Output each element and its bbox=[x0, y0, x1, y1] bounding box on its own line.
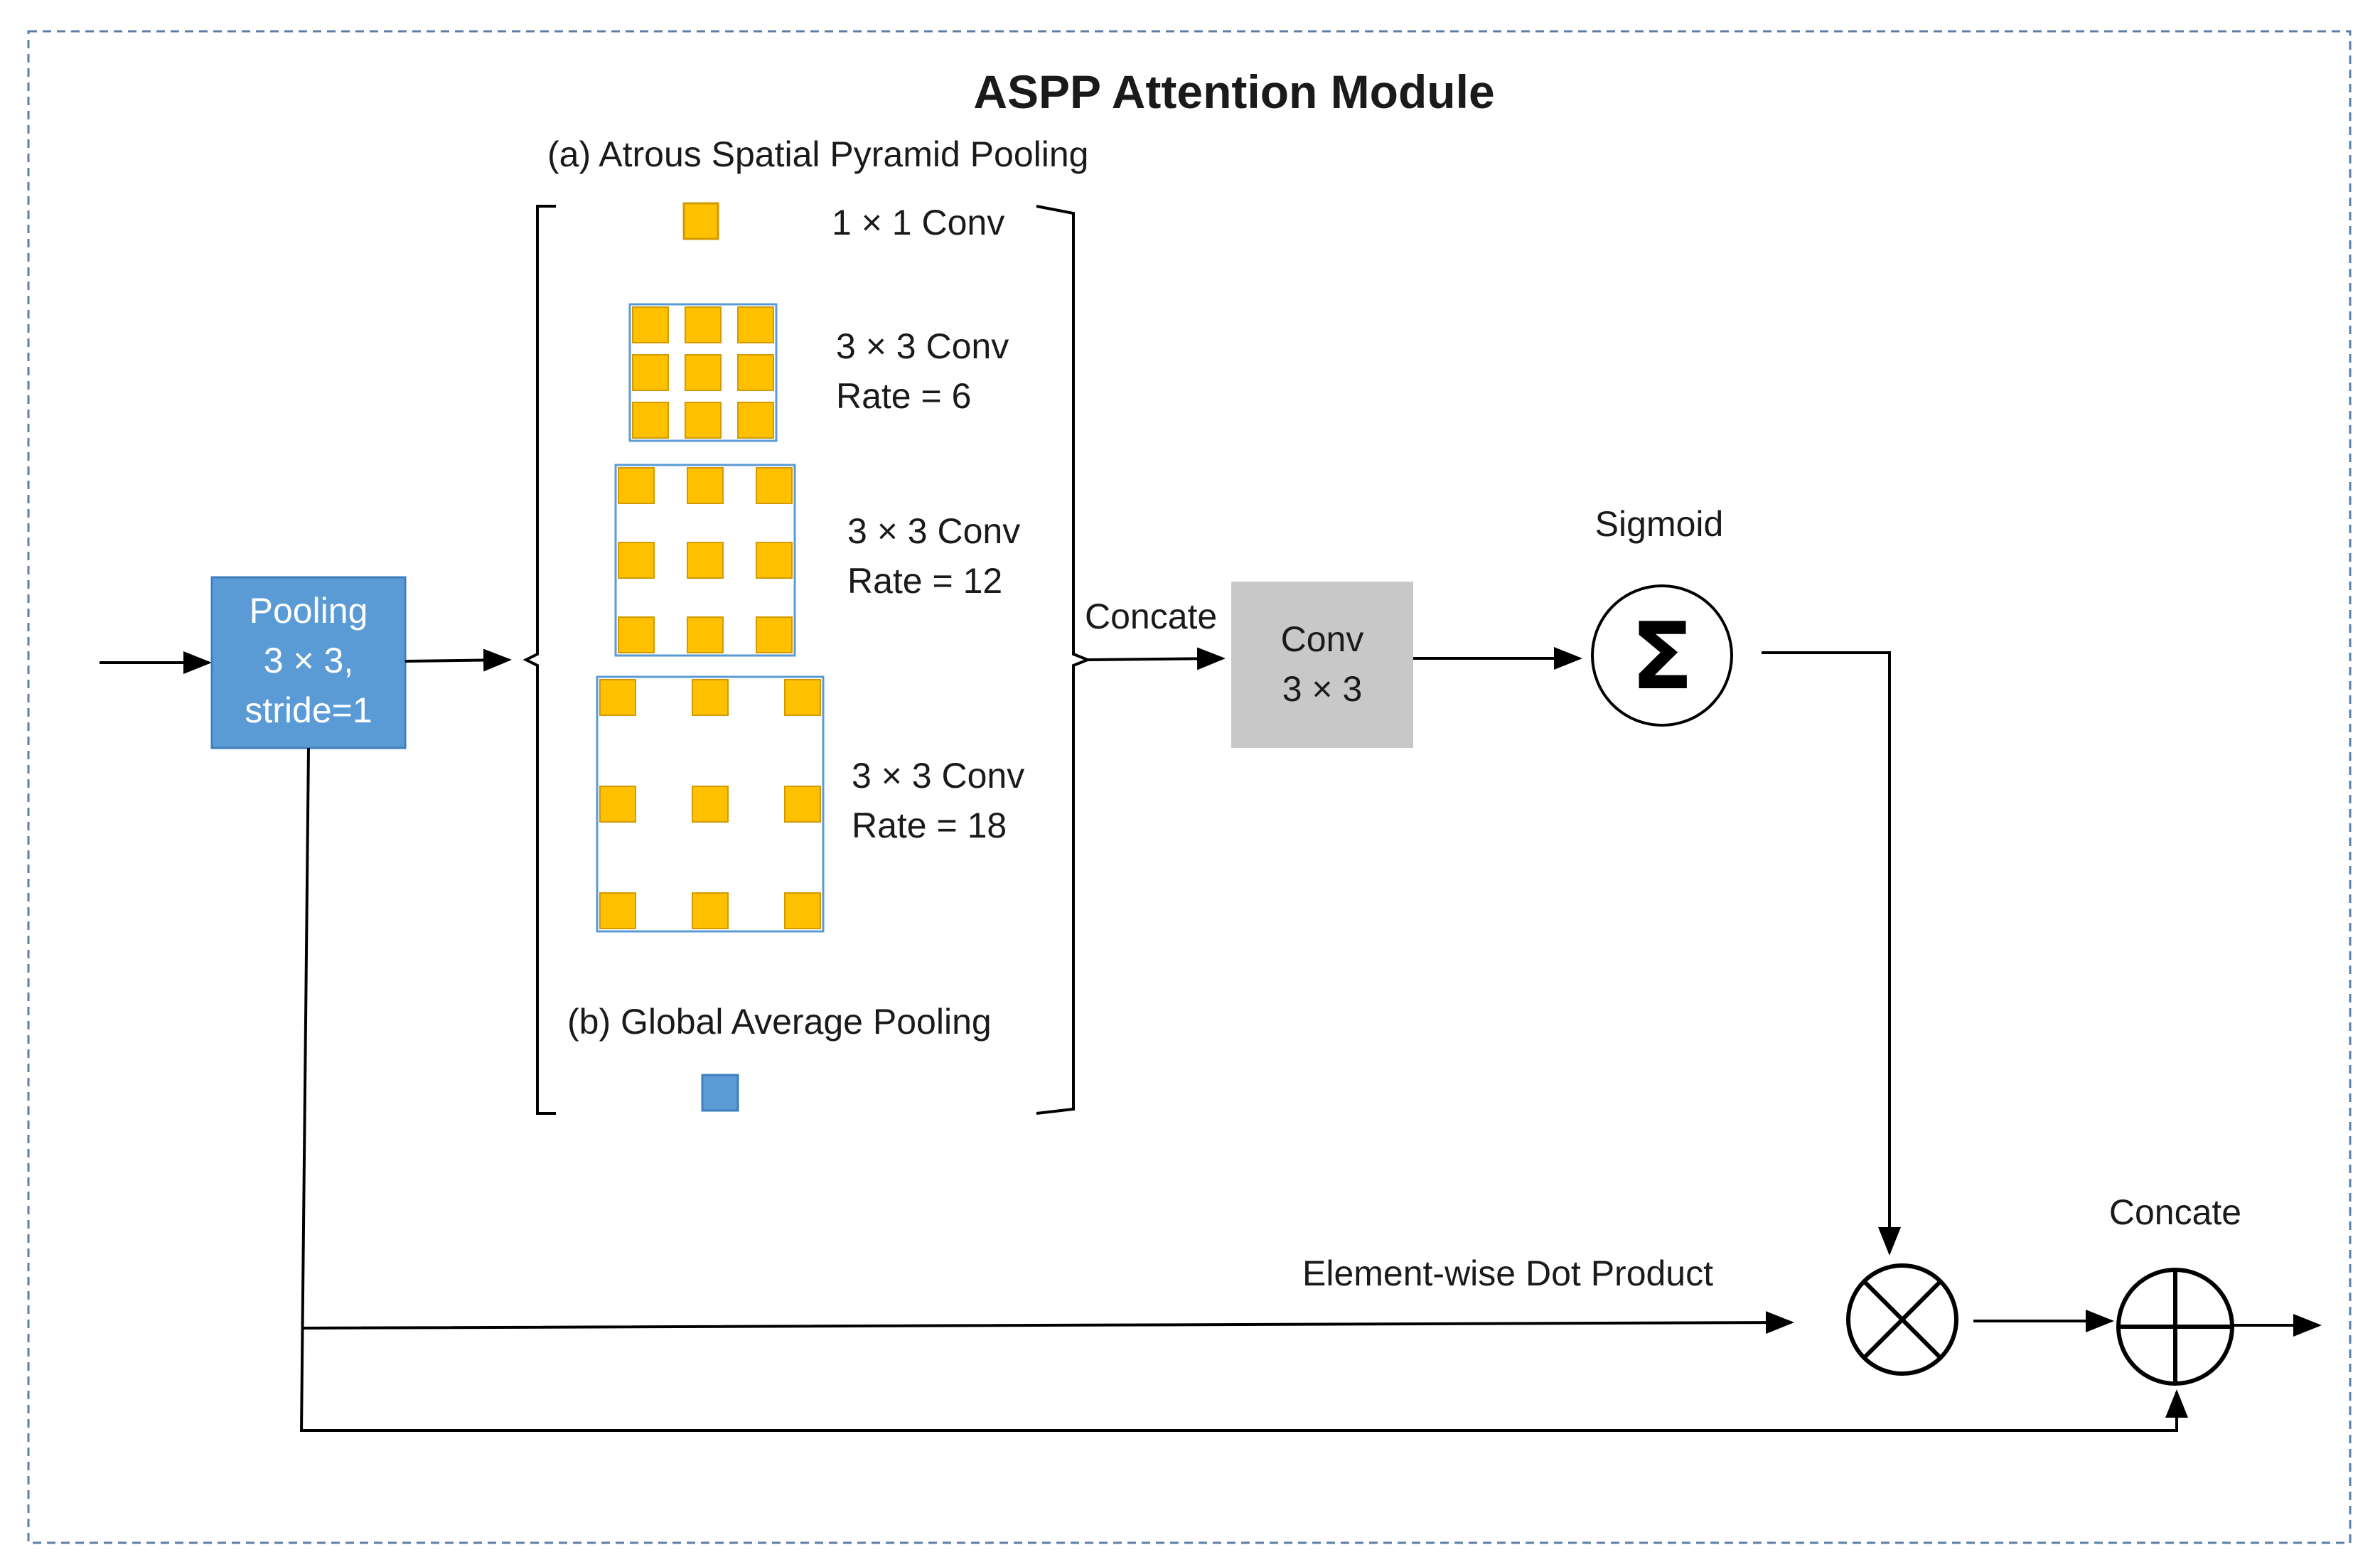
branch-4-line1: 3 × 3 Conv bbox=[852, 756, 1024, 796]
kernel-cell bbox=[687, 467, 724, 504]
kernel-cell bbox=[756, 616, 793, 653]
dot-product-label: Element-wise Dot Product bbox=[1302, 1253, 1713, 1293]
pooling-label-1: Pooling bbox=[250, 591, 368, 631]
kernel-cell bbox=[632, 354, 669, 391]
conv-box bbox=[1231, 582, 1413, 748]
kernel-cell bbox=[685, 402, 722, 439]
conv-box-line1: Conv bbox=[1281, 619, 1364, 659]
kernel-cell bbox=[599, 679, 636, 716]
kernel-cell bbox=[784, 679, 821, 716]
kernel-cell bbox=[685, 354, 722, 391]
outer-frame bbox=[27, 30, 2352, 1544]
gap-label: (b) Global Average Pooling bbox=[567, 1002, 992, 1042]
kernel-grid-rate-18 bbox=[596, 675, 825, 933]
right-bracket bbox=[1036, 205, 1092, 1115]
sigmoid-label: Sigmoid bbox=[1595, 504, 1724, 544]
branch-3-line1: 3 × 3 Conv bbox=[847, 511, 1020, 551]
kernel-cell bbox=[692, 892, 729, 929]
kernel-cell bbox=[737, 306, 774, 343]
skip-to-multiply-arrow bbox=[300, 747, 1791, 1433]
kernel-cell bbox=[687, 616, 724, 653]
kernel-1x1 bbox=[682, 202, 719, 240]
branch-1-line1: 1 × 1 Conv bbox=[832, 203, 1004, 242]
branch-4-line2: Rate = 18 bbox=[852, 806, 1007, 845]
kernel-cell bbox=[737, 402, 774, 439]
pooling-to-aspp-arrow bbox=[404, 648, 512, 672]
kernel-cell bbox=[618, 542, 655, 579]
concat-label-1: Concate bbox=[1085, 597, 1217, 636]
branch-2-line2: Rate = 6 bbox=[836, 376, 971, 416]
aspp-heading: (a) Atrous Spatial Pyramid Pooling bbox=[547, 134, 1088, 174]
conv-box-line2: 3 × 3 bbox=[1282, 669, 1363, 709]
kernel-cell bbox=[632, 306, 669, 343]
concat-to-conv-arrow bbox=[1087, 647, 1226, 670]
kernel-grid-rate-6 bbox=[628, 303, 778, 442]
gap-kernel bbox=[701, 1074, 739, 1112]
kernel-cell bbox=[632, 402, 669, 439]
kernel-cell bbox=[599, 892, 636, 929]
sigmoid-circle bbox=[1591, 584, 1733, 727]
kernel-cell bbox=[685, 306, 722, 343]
kernel-cell bbox=[784, 786, 821, 823]
left-bracket bbox=[522, 205, 556, 1115]
kernel-cell bbox=[784, 892, 821, 929]
diagram-title: ASPP Attention Module bbox=[973, 65, 1494, 118]
kernel-cell bbox=[756, 542, 793, 579]
kernel-cell bbox=[618, 616, 655, 653]
kernel-cell bbox=[692, 679, 729, 716]
multiply-icon bbox=[1846, 1263, 1958, 1376]
sigma-icon: Σ bbox=[1631, 602, 1694, 710]
pooling-label-3: stride=1 bbox=[245, 690, 372, 730]
kernel-cell bbox=[756, 467, 793, 504]
kernel-cell bbox=[692, 786, 729, 823]
kernel-cell bbox=[687, 542, 724, 579]
kernel-grid-rate-12 bbox=[614, 464, 796, 657]
kernel-cell bbox=[618, 467, 655, 504]
kernel-cell bbox=[737, 354, 774, 391]
pooling-label-2: 3 × 3, bbox=[264, 641, 354, 680]
skip-to-add-arrow bbox=[301, 1389, 2188, 1432]
concat-label-2: Concate bbox=[2109, 1192, 2241, 1232]
kernel-cell bbox=[599, 786, 636, 823]
branch-3-line2: Rate = 12 bbox=[847, 561, 1002, 601]
branch-2-line1: 3 × 3 Conv bbox=[836, 326, 1009, 366]
add-icon bbox=[2116, 1268, 2234, 1386]
sigmoid-to-multiply-arrow bbox=[1762, 651, 1901, 1256]
